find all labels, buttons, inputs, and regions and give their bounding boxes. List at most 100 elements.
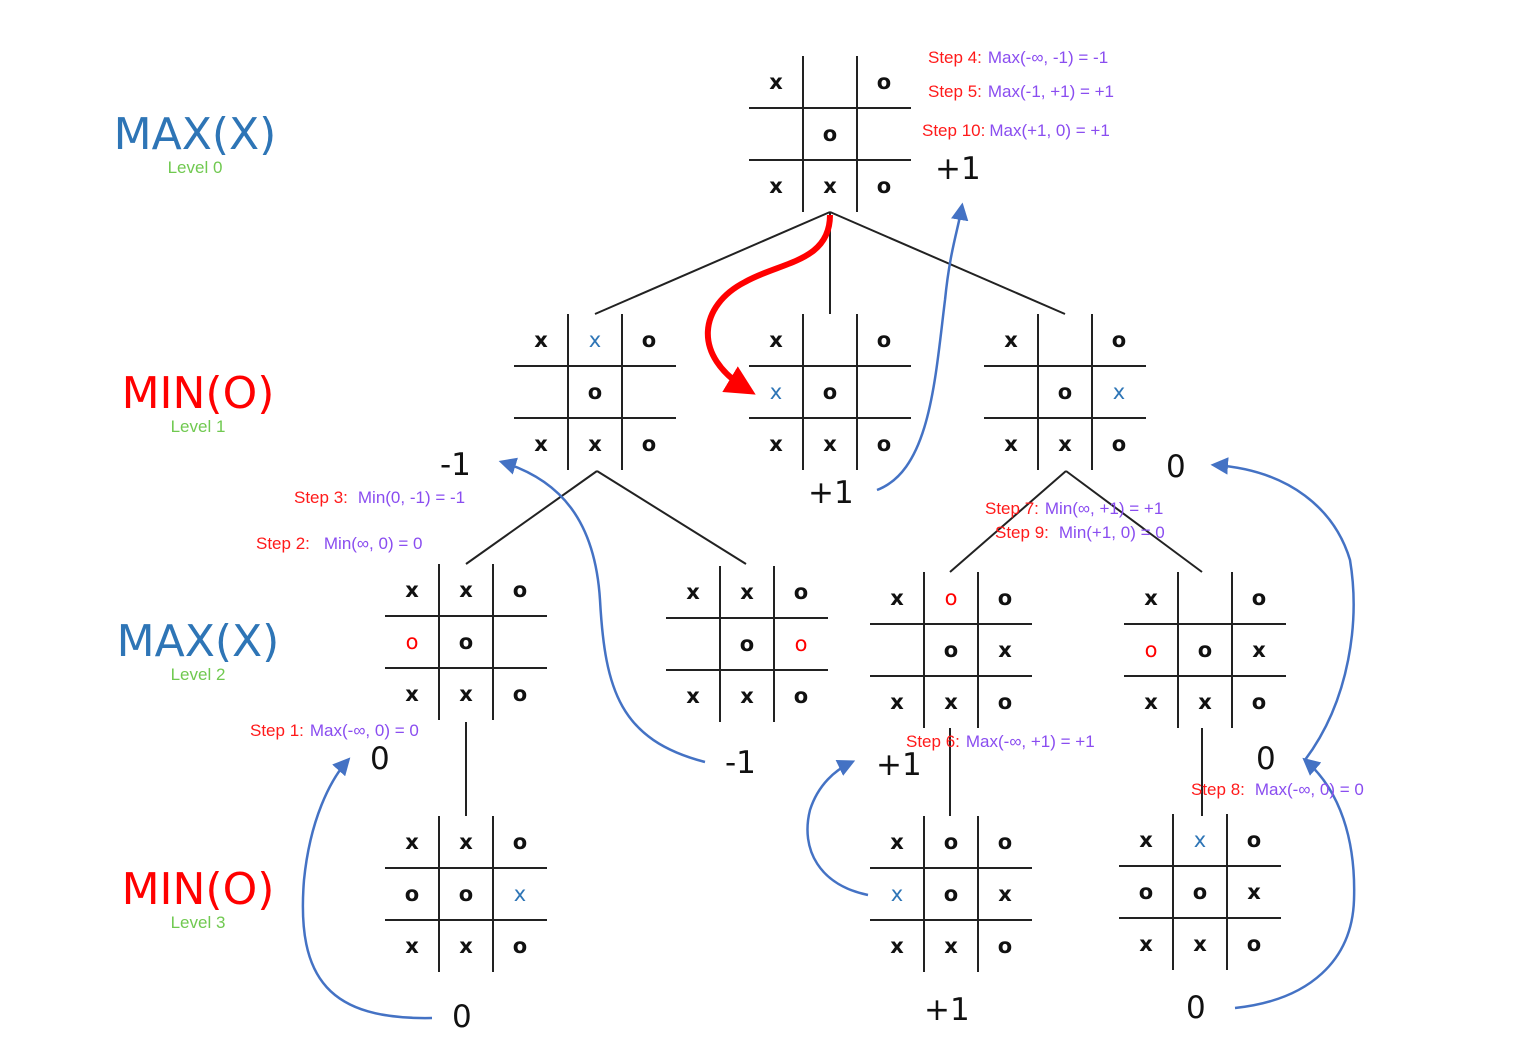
board-cell: o [822, 380, 838, 404]
board-cell: o [1251, 690, 1267, 714]
step-expr: Max(-1, +1) = +1 [987, 82, 1115, 101]
grid-line [749, 417, 911, 419]
board-cell [1038, 314, 1092, 366]
board-cell: x [769, 70, 783, 94]
board-cell: o [943, 638, 959, 662]
grid-line [1124, 623, 1286, 625]
board-cell: x [1058, 432, 1072, 456]
board-cell: x [823, 174, 837, 198]
board-cell: o [997, 934, 1013, 958]
board-cell: o [1144, 638, 1158, 662]
board-cell: x [1193, 828, 1207, 852]
board-cell: o [876, 432, 892, 456]
board-cell: x [944, 690, 958, 714]
board-cell: o [997, 830, 1013, 854]
level-1-label: MIN(O) Level 1 [98, 371, 298, 437]
grid-line [1226, 814, 1228, 970]
board-cell: o [1111, 328, 1127, 352]
step-5: Step 5: Max(-1, +1) = +1 [928, 82, 1114, 102]
board-cell: o [944, 586, 958, 610]
board-cell: o [1138, 880, 1154, 904]
step-3: Step 3:Min(0, -1) = -1 [294, 488, 465, 508]
step-6: Step 6:Max(-∞, +1) = +1 [906, 732, 1095, 752]
score-level3-a: 0 [452, 999, 472, 1035]
edge-l1c-l2c [949, 470, 1067, 573]
grid-line [666, 669, 828, 671]
grid-line [984, 365, 1146, 367]
board-cell: o [1197, 638, 1213, 662]
board-cell: x [769, 328, 783, 352]
score-level3-c: 0 [1186, 990, 1206, 1026]
grid-line [1231, 572, 1233, 728]
grid-line [856, 56, 858, 212]
step-expr: Min(0, -1) = -1 [357, 488, 466, 507]
grid-line [749, 159, 911, 161]
level-0-label: MAX(X) Level 0 [95, 112, 295, 178]
level-title: MIN(O) [121, 864, 275, 915]
step-expr: Max(-∞, 0) = 0 [1254, 780, 1364, 799]
board-cell [493, 616, 547, 668]
board-cell [803, 56, 857, 108]
board-cell: x [405, 682, 419, 706]
board-cell: x [1144, 690, 1158, 714]
arrow-l3b-to-l2c [806, 760, 869, 897]
grid-line [977, 572, 979, 728]
board-cell: x [534, 328, 548, 352]
board-cell: x [1193, 932, 1207, 956]
board-cell: x [1139, 828, 1153, 852]
board-cell: x [998, 638, 1012, 662]
grid-line [1119, 917, 1281, 919]
board-cell: x [890, 882, 904, 906]
grid-line [1091, 314, 1093, 470]
board-cell: x [769, 432, 783, 456]
score-level2-a: 0 [370, 741, 390, 777]
grid-line [984, 417, 1146, 419]
step-4: Step 4:Max(-∞, -1) = -1 [928, 48, 1108, 68]
arrow-l3a-to-l2a [301, 757, 433, 1020]
board-cell: o [1246, 828, 1262, 852]
grid-line [749, 107, 911, 109]
grid-line [749, 365, 911, 367]
step-expr: Max(+1, 0) = +1 [989, 121, 1110, 140]
board-cell: x [1144, 586, 1158, 610]
edge-l1a-l2a [465, 470, 598, 565]
board-cell: x [1004, 328, 1018, 352]
grid-line [856, 314, 858, 470]
edge-root-l1c [829, 211, 1066, 315]
board-cell: x [740, 684, 754, 708]
score-level3-b: +1 [924, 992, 970, 1028]
score-level2-b: -1 [725, 745, 756, 781]
board-cell: x [998, 882, 1012, 906]
step-key: Step 2: [256, 534, 310, 553]
grid-line [666, 617, 828, 619]
step-expr: Max(-∞, -1) = -1 [987, 48, 1109, 67]
board-cell: o [739, 632, 755, 656]
step-key: Step 5: [928, 82, 982, 101]
level-sub: Level 3 [170, 913, 226, 932]
grid-line [1124, 675, 1286, 677]
step-key: Step 6: [906, 732, 960, 751]
board-cell [749, 108, 803, 160]
level-title: MAX(X) [113, 109, 277, 160]
board-cell: x [588, 328, 602, 352]
board-cell: o [822, 122, 838, 146]
board-cell: o [997, 586, 1013, 610]
grid-line [719, 566, 721, 722]
board-cell: o [512, 682, 528, 706]
board-cell: x [1139, 932, 1153, 956]
grid-line [385, 919, 547, 921]
board-cell: x [823, 432, 837, 456]
board-cell: x [513, 882, 527, 906]
board-cell: x [405, 830, 419, 854]
board-cell: x [1112, 380, 1126, 404]
level-title: MIN(O) [121, 368, 275, 419]
board-cell: o [1057, 380, 1073, 404]
step-10: Step 10:Max(+1, 0) = +1 [922, 121, 1110, 141]
